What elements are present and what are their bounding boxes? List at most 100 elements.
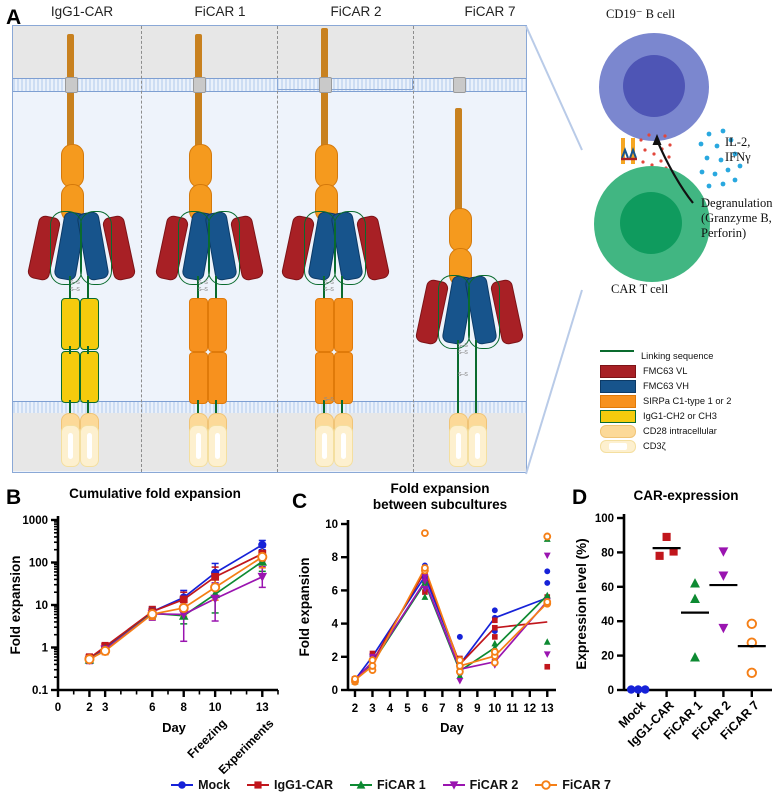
svg-text:20: 20 [601, 651, 614, 663]
legend-item-igg1-car[interactable]: IgG1-CAR [247, 778, 333, 792]
svg-text:13: 13 [256, 702, 269, 714]
cd3zeta-right [334, 425, 353, 467]
t-cell-label: CAR T cell [611, 282, 669, 296]
t-cell-nucleus [620, 192, 682, 254]
zoom-connector-lines [525, 25, 583, 475]
cd3zeta-swatch [600, 439, 636, 453]
svg-text:8: 8 [332, 552, 339, 564]
linking-sequence-right [468, 275, 500, 349]
transmembrane-link-left [69, 400, 72, 414]
column-divider-1 [141, 26, 142, 472]
svg-text:3: 3 [102, 702, 108, 714]
legend-row-linking: Linking sequence [600, 349, 780, 364]
svg-text:Day: Day [440, 720, 465, 735]
cell-interaction-diagram: CD19⁻ B cell [583, 0, 782, 300]
cd19-antigen-stalk [195, 34, 202, 154]
legend-label-vh: FMC63 VH [643, 381, 689, 392]
sirpa-hinge-2-right [334, 352, 353, 404]
svg-text:Day: Day [162, 720, 187, 735]
legend-marker-circle [171, 781, 194, 789]
svg-text:0.1: 0.1 [32, 685, 49, 697]
legend-row-cd28: CD28 intracellular [600, 424, 780, 439]
svg-text:Fold expansion: Fold expansion [297, 557, 312, 656]
legend-label: FiCAR 7 [562, 778, 611, 792]
cd19-membrane-bead [319, 77, 332, 93]
car-scfv-icon [621, 147, 637, 161]
degranulation-arrow [652, 134, 694, 204]
sirpa-domain-1 [61, 144, 84, 188]
legend-label-vl: FMC63 VL [643, 366, 688, 377]
legend-item-mock[interactable]: Mock [171, 778, 230, 792]
legend-row-vh: FMC63 VH [600, 379, 780, 394]
svg-text:80: 80 [601, 547, 614, 559]
cd19-antigen-stalk [455, 108, 462, 232]
svg-text:6: 6 [149, 702, 155, 714]
svg-text:10: 10 [209, 702, 222, 714]
panel-c-title-line2: between subcultures [372, 497, 508, 512]
linking-sequence-swatch [600, 349, 634, 363]
sirpa-hinge-1-right [208, 298, 227, 352]
panel-b-letter: B [6, 486, 22, 509]
degranulation-label-line2: (Granzyme B, [701, 211, 772, 225]
cd19-antigen-stalk [67, 34, 74, 154]
degranulation-label-line1: Degranulation [701, 196, 773, 210]
legend-item-ficar-1[interactable]: FiCAR 1 [350, 778, 426, 792]
legend-label: IgG1-CAR [274, 778, 334, 792]
column-divider-2 [277, 26, 278, 472]
cd3zeta-left [315, 425, 334, 467]
fmc63-vl-swatch [600, 364, 636, 378]
svg-text:3: 3 [369, 703, 375, 715]
stalk-right [341, 276, 344, 298]
legend-row-sirpa: SIRPa C1-type 1 or 2 [600, 394, 780, 409]
legend-label-igg1: IgG1-CH2 or CH3 [643, 411, 717, 422]
svg-text:60: 60 [601, 582, 614, 594]
construct-title-1: FiCAR 1 [194, 4, 246, 19]
sirpa-domain-1 [315, 144, 338, 188]
transmembrane-link-right [341, 400, 344, 414]
legend-label: FiCAR 2 [469, 778, 519, 792]
cd19-receptor-stub [621, 138, 625, 164]
sirpa-swatch [600, 394, 636, 408]
extracellular-top-band [13, 26, 526, 78]
svg-text:5: 5 [404, 703, 411, 715]
ficar2-membrane-outline [277, 78, 413, 90]
igg1-ch2-left [61, 298, 80, 350]
svg-text:8: 8 [457, 703, 464, 715]
legend-row-vl: FMC63 VL [600, 364, 780, 379]
svg-text:0: 0 [608, 685, 614, 697]
cd3zeta-right [208, 425, 227, 467]
fmc63-vh-swatch [600, 379, 636, 393]
svg-text:100: 100 [595, 513, 614, 525]
legend-item-ficar-2[interactable]: FiCAR 2 [442, 778, 519, 792]
legend-label-linking: Linking sequence [641, 351, 714, 362]
stalk-left [69, 276, 72, 298]
igg1-ch3-left [61, 351, 80, 403]
linking-sequence-right [80, 211, 112, 285]
cytokine-label-line1: IL-2, [725, 135, 751, 149]
transmembrane-link-left [323, 400, 326, 414]
transmembrane-link-left [197, 400, 200, 414]
stalk-right [215, 276, 218, 298]
construct-legend: Linking sequence FMC63 VL FMC63 VH SIRPa… [600, 349, 780, 454]
svg-text:10: 10 [488, 703, 501, 715]
legend-marker-triangle-up [350, 780, 373, 789]
legend-item-ficar-7[interactable]: FiCAR 7 [535, 778, 611, 792]
cd3zeta-left [189, 425, 208, 467]
svg-text:Freezing: Freezing [184, 716, 229, 761]
legend-row-cd3z: CD3ζ [600, 439, 780, 454]
stalk-left [197, 276, 200, 298]
svg-text:12: 12 [523, 703, 536, 715]
linking-sequence-left [438, 275, 470, 349]
svg-text:0: 0 [332, 685, 338, 697]
sirpa-hinge-1-left [315, 298, 334, 352]
stalk-right [475, 340, 478, 414]
